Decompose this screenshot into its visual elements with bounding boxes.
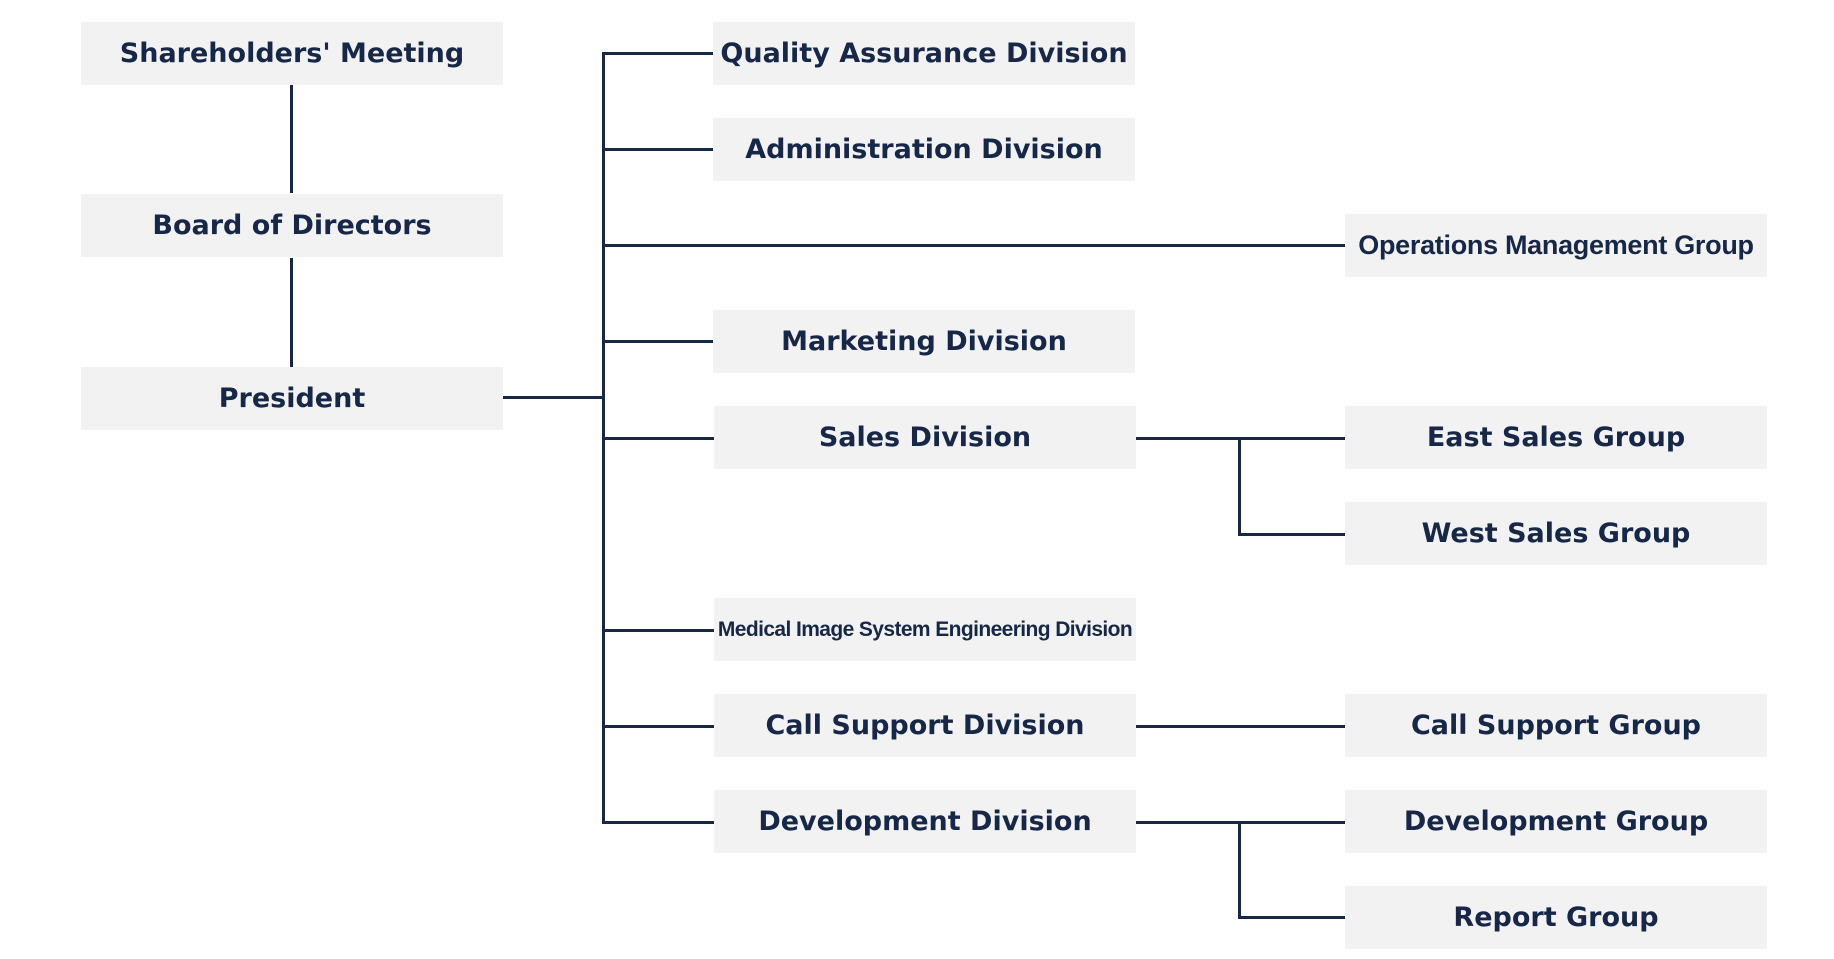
node-board-of-directors: Board of Directors (81, 194, 503, 257)
node-west-sales-group: West Sales Group (1345, 502, 1767, 565)
node-development-group: Development Group (1345, 790, 1767, 853)
connector-board-president (290, 258, 293, 367)
connector-operations (602, 244, 1345, 247)
connector-west-sales (1238, 533, 1345, 536)
node-call-support-group: Call Support Group (1345, 694, 1767, 757)
node-development-division: Development Division (714, 790, 1136, 853)
connector-shareholders-board (290, 85, 293, 193)
node-call-support-division: Call Support Division (714, 694, 1136, 757)
node-east-sales-group: East Sales Group (1345, 406, 1767, 469)
node-marketing-division: Marketing Division (713, 310, 1135, 373)
connector-call-support-group (1136, 725, 1345, 728)
connector-quality (602, 52, 714, 55)
node-operations-management-group: Operations Management Group (1345, 214, 1767, 277)
connector-report-group (1238, 916, 1345, 919)
node-sales-division: Sales Division (714, 406, 1136, 469)
node-shareholders-meeting: Shareholders' Meeting (81, 22, 503, 85)
connector-development-branch (1238, 821, 1241, 919)
node-quality-assurance-division: Quality Assurance Division (713, 22, 1135, 85)
connector-call-support-div (602, 725, 714, 728)
connector-medical (602, 629, 714, 632)
connector-administration (602, 148, 714, 151)
connector-sales (602, 437, 714, 440)
node-administration-division: Administration Division (713, 118, 1135, 181)
connector-president-trunk (503, 396, 604, 399)
connector-development-div (602, 821, 714, 824)
node-report-group: Report Group (1345, 886, 1767, 949)
connector-sales-branch (1238, 437, 1241, 536)
node-president: President (81, 367, 503, 430)
connector-marketing (602, 340, 714, 343)
node-medical-image-system-engineering-division: Medical Image System Engineering Divisio… (714, 598, 1136, 661)
